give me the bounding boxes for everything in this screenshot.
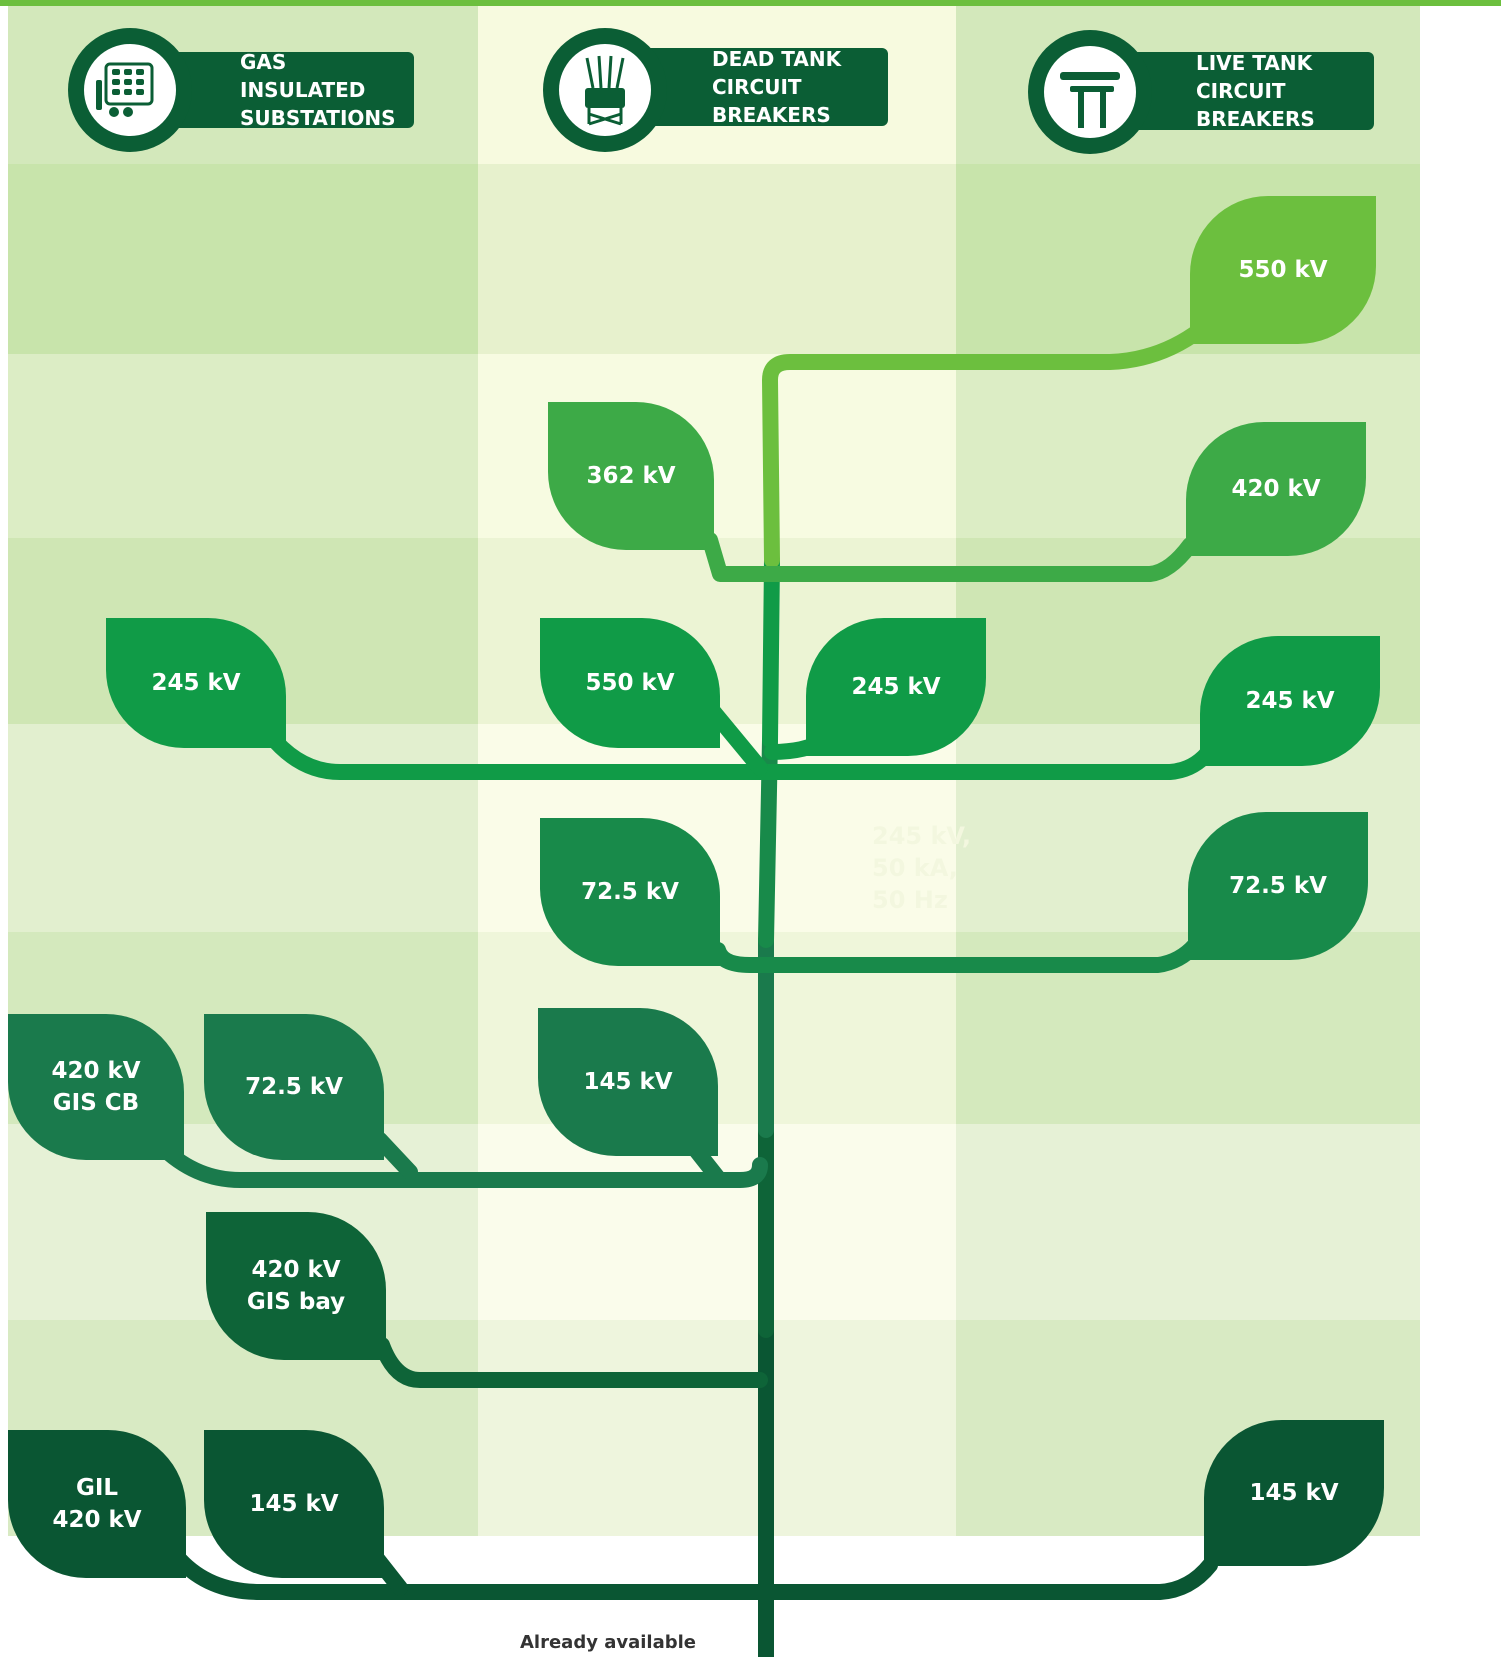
leaf-live-72kv-label: 72.5 kV bbox=[1229, 873, 1327, 899]
ghost-note: 245 kV, 50 kA, 50 Hz bbox=[872, 820, 971, 916]
header-dead-tank-line2: CIRCUIT BREAKERS bbox=[712, 75, 831, 127]
leaf-dead-550kv-label: 550 kV bbox=[585, 670, 675, 696]
leaf-gis-72kv-label: 72.5 kV bbox=[245, 1074, 343, 1100]
leaf-gis-420kv-cb-line1: 420 kV bbox=[51, 1058, 141, 1084]
band bbox=[478, 1124, 956, 1320]
leaf-dead-72kv-label: 72.5 kV bbox=[581, 879, 679, 905]
band bbox=[8, 354, 478, 538]
live-tank-breaker-icon bbox=[1028, 30, 1152, 154]
leaf-gil-420kv: GIL 420 kV bbox=[8, 1430, 186, 1578]
ghost-note-line2: 50 kA, bbox=[872, 854, 958, 882]
leaf-live-145kv: 145 kV bbox=[1204, 1420, 1384, 1566]
leaf-gis-420kv-cb-line2: GIS CB bbox=[52, 1090, 140, 1116]
header-live-tank-line2: CIRCUIT BREAKERS bbox=[1196, 79, 1315, 131]
leaf-live-145kv-label: 145 kV bbox=[1249, 1480, 1339, 1506]
footer-label: Already available bbox=[520, 1632, 696, 1653]
header-gis-line1: GAS INSULATED bbox=[240, 50, 366, 102]
leaf-dead-245kv-label: 245 kV bbox=[851, 674, 941, 700]
dead-tank-breaker-icon bbox=[543, 28, 667, 152]
leaf-gis-145kv-label: 145 kV bbox=[249, 1491, 339, 1517]
leaf-gis-245kv: 245 kV bbox=[106, 618, 286, 748]
leaf-dead-145kv-label: 145 kV bbox=[583, 1069, 673, 1095]
leaf-gil-420kv-line2: 420 kV bbox=[52, 1507, 142, 1533]
ghost-note-line3: 50 Hz bbox=[872, 886, 948, 914]
leaf-dead-362kv: 362 kV bbox=[548, 402, 714, 550]
leaf-live-420kv: 420 kV bbox=[1186, 422, 1366, 556]
leaf-live-72kv: 72.5 kV bbox=[1188, 812, 1368, 960]
leaf-dead-362kv-label: 362 kV bbox=[586, 463, 676, 489]
leaf-gis-420kv-bay-line2: GIS bay bbox=[246, 1289, 346, 1315]
band bbox=[478, 164, 956, 354]
band bbox=[956, 1124, 1420, 1320]
top-accent-bar bbox=[0, 0, 1501, 6]
leaf-dead-145kv: 145 kV bbox=[538, 1008, 718, 1156]
leaf-live-550kv: 550 kV bbox=[1190, 196, 1376, 344]
leaf-dead-245kv: 245 kV bbox=[806, 618, 986, 756]
leaf-live-550kv-label: 550 kV bbox=[1238, 257, 1328, 283]
leaf-dead-72kv: 72.5 kV bbox=[540, 818, 720, 966]
leaf-gis-420kv-bay: 420 kV GIS bay bbox=[206, 1212, 386, 1360]
band bbox=[8, 724, 478, 932]
leaf-gis-145kv: 145 kV bbox=[204, 1430, 384, 1578]
leaf-live-245kv: 245 kV bbox=[1200, 636, 1380, 766]
leaf-live-420kv-label: 420 kV bbox=[1231, 476, 1321, 502]
leaf-gis-245kv-label: 245 kV bbox=[151, 670, 241, 696]
band bbox=[8, 164, 478, 354]
gis-substation-icon bbox=[68, 28, 192, 152]
header-gis-line2: SUBSTATIONS bbox=[240, 106, 396, 130]
leaf-live-245kv-label: 245 kV bbox=[1245, 688, 1335, 714]
leaf-gis-420kv-cb: 420 kV GIS CB bbox=[8, 1014, 184, 1160]
header-live-tank-line1: LIVE TANK bbox=[1196, 51, 1313, 75]
leaf-gis-420kv-bay-line1: 420 kV bbox=[251, 1257, 341, 1283]
ghost-note-line1: 245 kV, bbox=[872, 822, 972, 850]
leaf-dead-550kv: 550 kV bbox=[540, 618, 720, 748]
header-dead-tank-line1: DEAD TANK bbox=[712, 47, 842, 71]
band bbox=[478, 1320, 956, 1536]
leaf-gis-72kv: 72.5 kV bbox=[204, 1014, 384, 1160]
leaf-gil-420kv-line1: GIL bbox=[75, 1475, 119, 1501]
